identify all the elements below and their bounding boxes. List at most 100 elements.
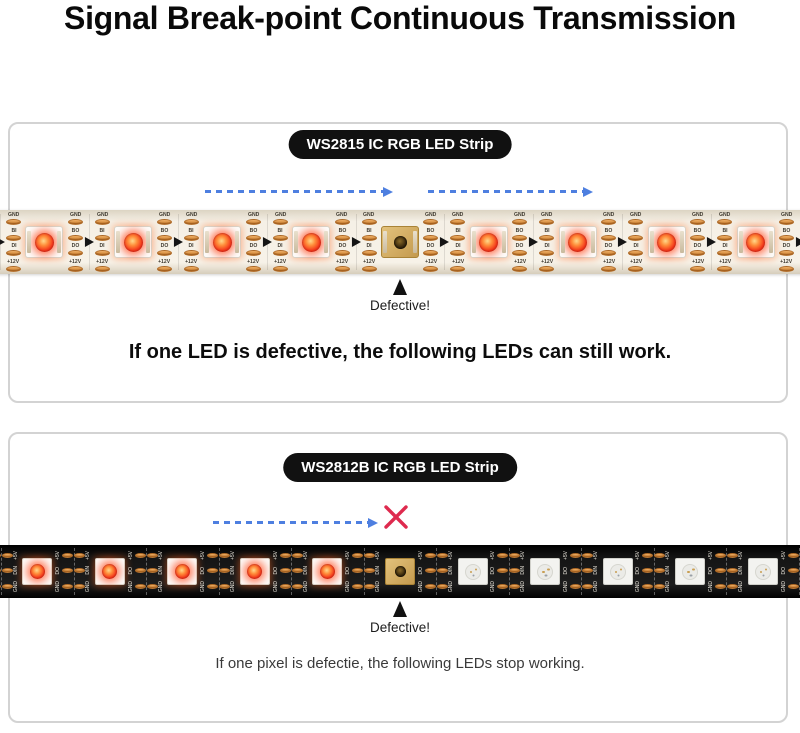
data-flow-arrow-icon: [0, 237, 5, 247]
copper-pad-icon: [183, 265, 199, 272]
pad-label: BI: [277, 228, 283, 234]
copper-pad-icon: [272, 219, 288, 226]
copper-pad-icon: [6, 250, 21, 257]
pad-label: GND: [417, 580, 424, 592]
data-flow-arrow-icon: [529, 237, 539, 247]
data-flow-arrow-icon: [440, 237, 450, 247]
led-die: [682, 563, 699, 580]
pad-label: GND: [541, 212, 553, 218]
pad-cell: +12V: [245, 259, 261, 272]
copper-pad-icon: [779, 265, 795, 272]
pad-row: +12V+12V: [66, 259, 112, 272]
copper-pad-icon: [361, 219, 377, 226]
pad-label: GND: [665, 580, 672, 592]
pad-cell: GND: [628, 212, 644, 226]
copper-pad-icon: [146, 567, 158, 573]
led-lit: [167, 558, 198, 585]
led-zone: [310, 545, 345, 598]
led-die: [609, 563, 626, 580]
pad-cell: BI: [6, 228, 21, 241]
pad-row: BO BI: [333, 228, 379, 241]
led-zone: [673, 545, 708, 598]
pad-cell: DI: [717, 243, 733, 257]
copper-pad-icon: [279, 553, 291, 559]
pad-cell: GND: [156, 212, 172, 226]
pad-label: DI: [188, 243, 194, 249]
copper-pad-icon: [219, 567, 231, 573]
copper-pad-icon: [207, 567, 219, 573]
pad-label: BO: [249, 228, 257, 234]
led-zone: [600, 545, 635, 598]
copper-pad-icon: [628, 265, 644, 272]
pad-label: BI: [366, 228, 372, 234]
copper-pad-icon: [334, 265, 350, 272]
copper-pad-icon: [62, 553, 74, 559]
pad-cell: +12V: [156, 259, 172, 272]
pad-label: +12V: [780, 259, 793, 265]
led-zone: [112, 210, 155, 274]
pad-label: DO: [160, 243, 169, 249]
pad-row: +5V+5V: [345, 551, 383, 560]
copper-pad-icon: [509, 567, 521, 573]
led-zone: [93, 545, 128, 598]
signal-flow-arrow: [213, 517, 378, 528]
pad-label: DI: [544, 243, 550, 249]
data-flow-arrow-icon: [262, 237, 272, 247]
led-die: [746, 232, 766, 252]
pad-label: +5V: [707, 551, 714, 561]
pad-label: +12V: [7, 259, 20, 265]
pad-label: +12V: [718, 259, 731, 265]
pad-row: +12V+12V: [155, 259, 201, 272]
pad-label: DIN: [157, 566, 164, 575]
pad-label: GND: [336, 212, 348, 218]
copper-pad-icon: [512, 250, 528, 257]
pad-label: GND: [200, 580, 207, 592]
copper-pad-icon: [497, 583, 509, 589]
led-defective: [381, 226, 419, 258]
pad-cell: DI: [6, 243, 21, 257]
copper-pad-icon: [424, 567, 436, 573]
pad-label: DO: [200, 566, 207, 575]
copper-pad-icon: [569, 553, 581, 559]
led-zone: [455, 545, 490, 598]
copper-pad-icon: [272, 250, 288, 257]
led-zone: [528, 545, 563, 598]
copper-pad-icon: [291, 567, 303, 573]
pad-cell: BO: [334, 228, 350, 241]
led-lit: [292, 226, 331, 258]
pad-label: BO: [160, 228, 169, 234]
copper-pad-icon: [279, 583, 291, 589]
led-die: [568, 232, 588, 252]
led-die: [479, 232, 499, 252]
pad-label: DIN: [665, 566, 672, 575]
pad-label: GND: [375, 580, 382, 592]
pad-cell: GND: [450, 212, 466, 226]
copper-pad-icon: [1, 583, 13, 589]
pad-label: BO: [427, 228, 435, 234]
copper-pad-icon: [424, 583, 436, 589]
led-die: [102, 564, 118, 579]
pad-cell: DO: [67, 243, 83, 257]
pad-cell: DI: [94, 243, 110, 257]
pad-label: DI: [10, 243, 17, 249]
led-die: [657, 232, 677, 252]
copper-pad-icon: [726, 553, 738, 559]
copper-pad-icon: [642, 553, 654, 559]
copper-pad-icon: [779, 234, 795, 241]
pad-cell: GND: [272, 212, 288, 226]
